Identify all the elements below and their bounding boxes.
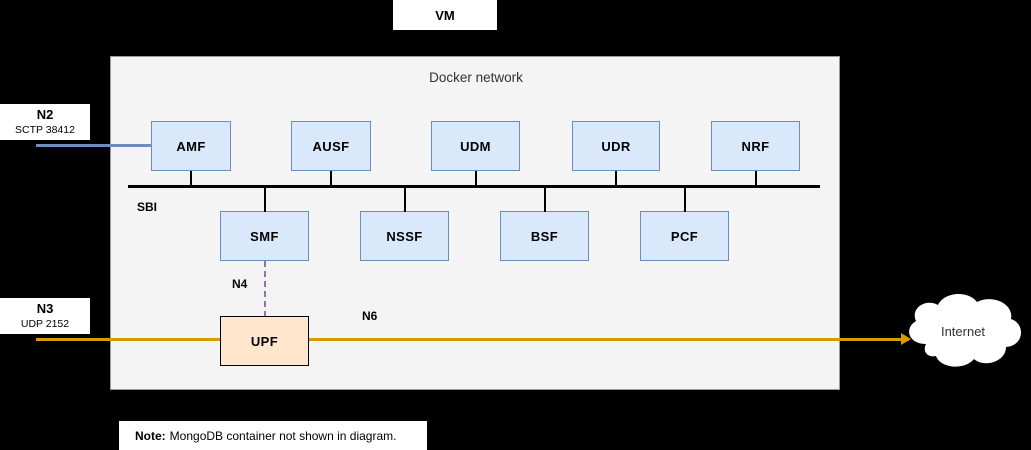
stub-bsf [544,187,546,212]
stub-nssf [404,187,406,212]
nf-label-udm: UDM [460,138,491,154]
stub-ausf [330,171,332,186]
internet-label: Internet [940,323,986,339]
note-text: MongoDB container not shown in diagram. [169,428,397,443]
stub-pcf [684,187,686,212]
nf-box-bsf[interactable]: BSF [500,211,589,261]
n4-dashed-link [264,261,266,317]
stub-nrf [755,171,757,186]
sbi-bus-label: SBI [137,200,158,214]
external-label-n3: N3 UDP 2152 [0,298,90,334]
n6-data-path-line [309,338,909,341]
internet-cloud: Internet [898,288,1028,374]
n6-label: N6 [362,309,378,323]
nf-label-pcf: PCF [670,228,699,244]
nf-box-udr[interactable]: UDR [572,121,660,171]
nf-box-nrf[interactable]: NRF [711,121,800,171]
docker-network-title: Docker network [429,70,523,85]
n6-arrowhead [901,333,911,345]
cloud-icon [909,294,1022,367]
internet-label-wrap: Internet [898,288,1028,374]
vm-title-box: VM [393,0,497,30]
stub-udm [475,171,477,186]
nf-label-bsf: BSF [530,228,559,244]
nf-box-pcf[interactable]: PCF [640,211,729,261]
diagram-note: Note: MongoDB container not shown in dia… [119,421,427,450]
n3-protocol: UDP 2152 [20,318,70,330]
stub-udr [615,171,617,186]
n3-data-path-line [36,338,220,341]
n2-signalling-line [36,144,151,147]
stub-amf [190,171,192,186]
nf-box-upf[interactable]: UPF [220,316,309,366]
nf-label-amf: AMF [176,138,206,154]
nf-box-ausf[interactable]: AUSF [291,121,371,171]
nf-label-smf: SMF [250,228,279,244]
n2-name: N2 [36,107,54,122]
n3-name: N3 [36,301,54,316]
vm-label: VM [435,7,455,23]
sbi-bus-line [128,185,820,188]
nf-label-nssf: NSSF [386,228,423,244]
nf-label-ausf: AUSF [312,138,350,154]
nf-label-udr: UDR [601,138,631,154]
nf-box-udm[interactable]: UDM [431,121,520,171]
external-label-n2: N2 SCTP 38412 [0,104,90,140]
n2-protocol: SCTP 38412 [15,124,75,136]
n4-label: N4 [232,277,248,291]
nf-label-upf: UPF [250,333,279,349]
nf-box-amf[interactable]: AMF [151,121,231,171]
nf-box-nssf[interactable]: NSSF [360,211,449,261]
stub-smf [264,187,266,212]
nf-label-nrf: NRF [741,138,770,154]
note-prefix: Note: [135,428,166,443]
nf-box-smf[interactable]: SMF [220,211,309,261]
